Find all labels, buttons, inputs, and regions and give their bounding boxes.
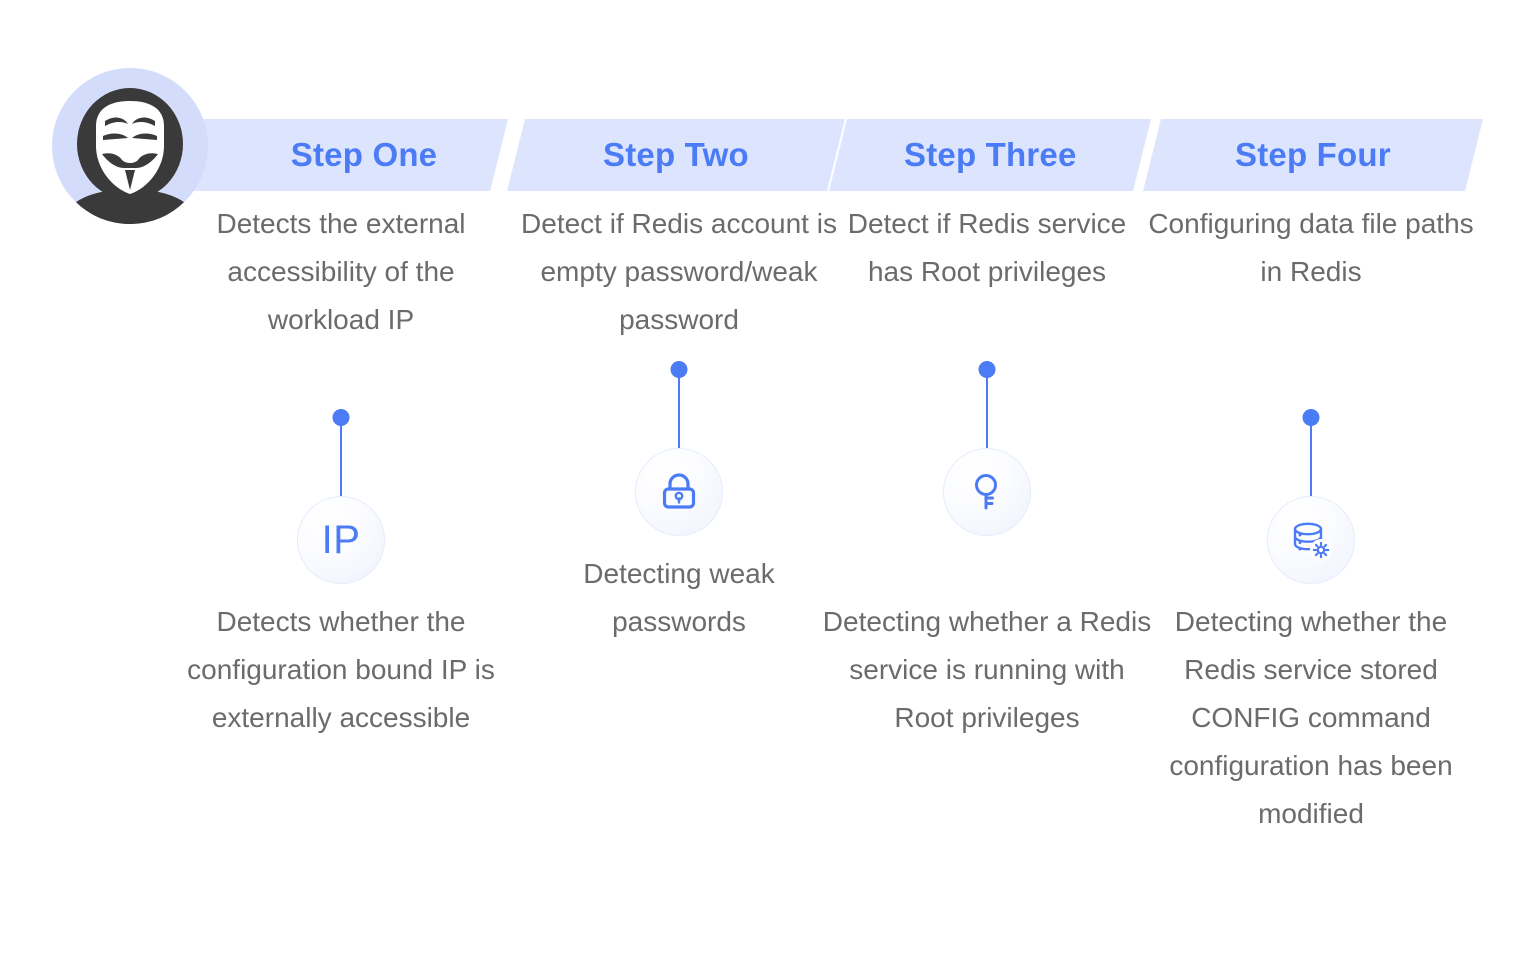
lock-icon-glyph bbox=[662, 473, 696, 509]
connector-dot bbox=[670, 361, 688, 378]
connector-line bbox=[340, 424, 342, 496]
step-label-one: Step One bbox=[290, 136, 438, 173]
anonymous-hacker-avatar bbox=[52, 68, 208, 224]
connector-dot bbox=[1302, 409, 1320, 426]
step-column-two: Detect if Redis account is empty passwor… bbox=[514, 200, 844, 637]
step-banner-three[interactable]: Step Three bbox=[829, 119, 1151, 191]
step-one-description-bottom: Detects whether the configuration bound … bbox=[187, 606, 495, 733]
step-label-four: Step Four bbox=[1235, 136, 1391, 173]
database-gear-icon[interactable] bbox=[1267, 496, 1355, 584]
step-four-description-top: Configuring data file paths in Redis bbox=[1148, 208, 1474, 287]
step-three-description-bottom: Detecting whether a Redis service is run… bbox=[822, 606, 1152, 733]
step-four-description-bottom: Detecting whether the Redis service stor… bbox=[1169, 606, 1453, 829]
step-two-description-bottom: Detecting weak passwords bbox=[583, 558, 775, 637]
connector-dot bbox=[332, 409, 350, 426]
connector-dot bbox=[978, 361, 996, 378]
database-gear-icon-glyph bbox=[1293, 522, 1332, 561]
lock-icon[interactable] bbox=[635, 448, 723, 536]
step-label-three: Step Three bbox=[903, 136, 1077, 173]
connector-line bbox=[678, 376, 680, 448]
step-one-description-top: Detects the external accessibility of th… bbox=[216, 208, 466, 335]
step-banner-row: Step One Step Two Step Three Step Four bbox=[0, 119, 1540, 191]
step-banner-two[interactable]: Step Two bbox=[507, 119, 845, 191]
step-column-three: Detect if Redis service has Root privile… bbox=[822, 200, 1152, 733]
step-banner-four[interactable]: Step Four bbox=[1143, 119, 1483, 191]
step-three-description-top: Detect if Redis service has Root privile… bbox=[847, 208, 1127, 287]
key-icon[interactable] bbox=[943, 448, 1031, 536]
key-icon-glyph bbox=[975, 474, 997, 510]
step-column-one: Detects the external accessibility of th… bbox=[176, 200, 506, 733]
connector-line bbox=[1310, 424, 1312, 496]
step-label-two: Step Two bbox=[603, 136, 749, 173]
ip-icon-label: IP bbox=[321, 517, 361, 562]
step-two-description-top: Detect if Redis account is empty passwor… bbox=[521, 208, 837, 335]
step-column-four: Configuring data file paths in Redis bbox=[1146, 200, 1476, 829]
ip-icon[interactable]: IP bbox=[297, 496, 385, 584]
connector-line bbox=[986, 376, 988, 448]
